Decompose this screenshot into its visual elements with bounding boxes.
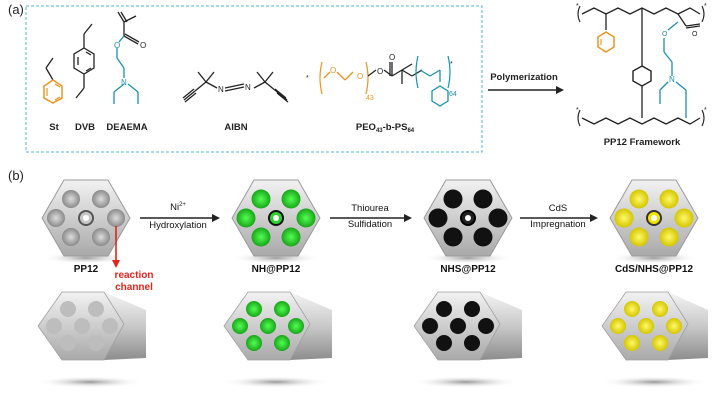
stage-label-pp12: PP12 (73, 264, 99, 275)
step-arrow-2 (330, 214, 412, 222)
stage-label-nh-pp12: NH@PP12 (251, 264, 301, 275)
svg-text:*: * (576, 107, 579, 114)
monomer-dvb-label: DVB (74, 122, 96, 133)
reactants-box (25, 5, 483, 153)
reaction-channel-arrow (112, 226, 120, 268)
cylinder-nh-pp12 (222, 291, 332, 388)
panel-b-label: (b) (8, 168, 24, 183)
hexagon-nh-pp12 (231, 179, 321, 264)
pp12-framework-label: PP12 Framework (603, 137, 681, 148)
svg-text:N: N (121, 78, 127, 87)
svg-text:*: * (450, 61, 453, 68)
hexagon-nhs-pp12 (423, 179, 513, 264)
svg-text:O: O (389, 53, 395, 62)
hexagon-pp12 (41, 179, 131, 264)
svg-text:N: N (218, 85, 224, 94)
cylinder-pp12 (36, 291, 146, 388)
aibn-structure: N N (182, 71, 289, 103)
polymerization-label: Polymerization (490, 72, 558, 83)
cylinder-nhs-pp12 (412, 291, 522, 388)
step-arrow-1 (140, 214, 220, 222)
hexagon-cds-nhs-pp12 (609, 179, 699, 264)
step-3-label: CdS Impregnation (530, 203, 586, 230)
svg-text:O: O (330, 66, 336, 75)
reaction-channel-label: reaction channel (114, 270, 154, 293)
svg-text:O: O (114, 41, 120, 50)
pp12-framework-structure: * * O O N * * (576, 3, 707, 127)
svg-text:O: O (357, 72, 363, 81)
svg-text:O: O (377, 67, 383, 76)
svg-text:O: O (140, 41, 146, 50)
monomer-deaema-label: DEAEMA (106, 122, 148, 133)
monomer-aibn-label: AIBN (224, 122, 248, 133)
stage-label-cds-nhs-pp12: CdS/NHS@PP12 (614, 264, 694, 275)
stage-label-nhs-pp12: NHS@PP12 (440, 264, 496, 275)
svg-text:O: O (692, 31, 698, 38)
monomer-st-label: St (49, 122, 59, 133)
svg-text:N: N (245, 83, 251, 92)
svg-text:O: O (662, 31, 668, 38)
step-arrow-3 (520, 214, 598, 222)
cylinder-cds-nhs-pp12 (600, 291, 708, 388)
svg-text:*: * (704, 107, 707, 114)
styrene-structure (43, 57, 63, 104)
step-2-label: Thiourea Sulfidation (347, 203, 393, 230)
peo-b-ps-structure: * O O 43 O O 64 * (306, 53, 457, 107)
step-1-label: Ni2+ Hydroxylation (149, 202, 207, 232)
polymerization-arrow (488, 86, 564, 94)
svg-text:N: N (669, 75, 675, 84)
dvb-structure (73, 23, 95, 99)
peo-b-ps-label: PEO43-b-PS64 (355, 122, 415, 134)
svg-text:*: * (576, 3, 579, 10)
svg-text:*: * (306, 75, 309, 82)
panel-a-label: (a) (8, 2, 24, 17)
svg-text:43: 43 (366, 95, 374, 102)
svg-text:*: * (704, 3, 707, 10)
deaema-structure: O O N (113, 11, 146, 104)
svg-text:64: 64 (449, 91, 457, 98)
